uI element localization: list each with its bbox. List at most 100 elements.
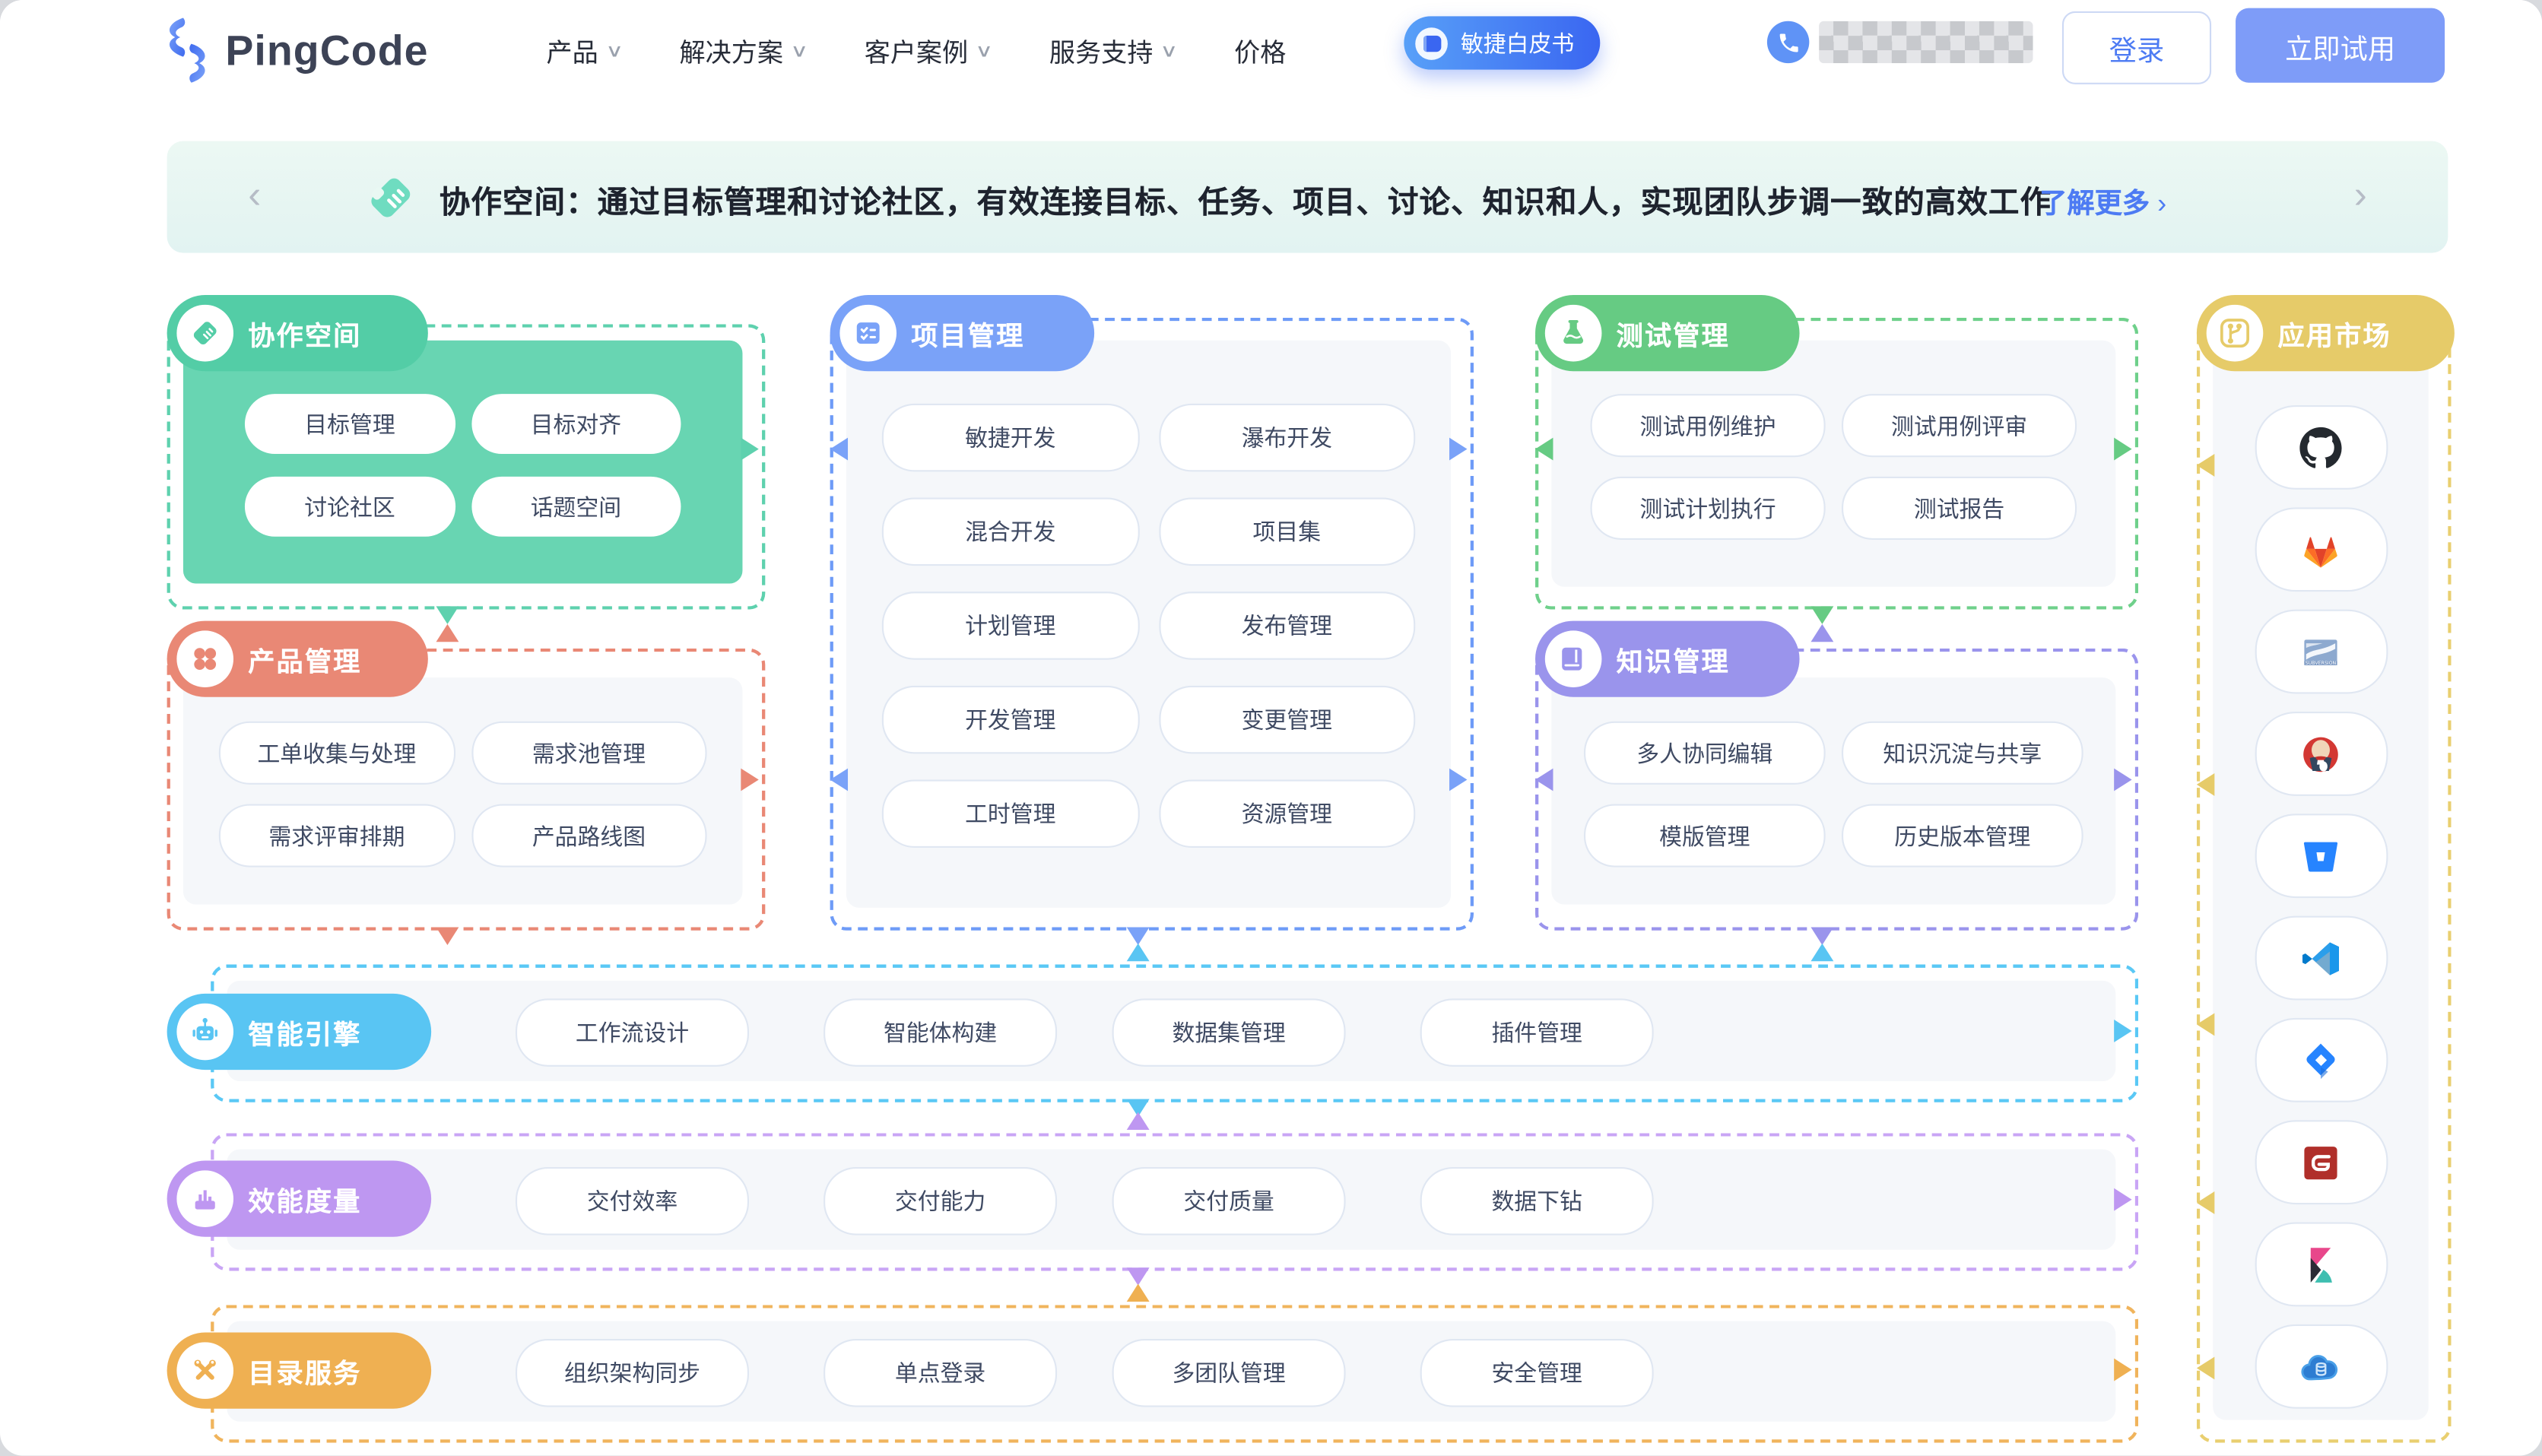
phone-number-redacted: [1819, 21, 2033, 64]
carousel-next-icon[interactable]: ›: [2353, 173, 2367, 217]
book-icon: [1544, 630, 1602, 687]
ai-engine-header: 智能引擎: [167, 993, 432, 1071]
connector-arrow-icon: [1449, 768, 1468, 791]
handshake-icon: [361, 169, 420, 235]
knowledge-feature-pill: 知识沉淀与共享: [1841, 721, 2083, 785]
collaboration-features: 目标管理目标对齐讨论社区话题空间: [183, 341, 743, 537]
connector-arrow-icon: [1126, 1267, 1150, 1286]
test-feature-pill: 测试计划执行: [1590, 476, 1826, 540]
directory-feature-pill: 多团队管理: [1112, 1339, 1346, 1407]
connector-arrow-icon: [2114, 1188, 2132, 1211]
knowledge-header: 知识管理: [1535, 620, 1800, 697]
ai-feature-pill: 插件管理: [1420, 998, 1654, 1067]
metrics-feature-pill: 交付能力: [824, 1167, 1058, 1236]
project-feature-pill: 资源管理: [1158, 779, 1416, 849]
vscode-icon: [2254, 915, 2388, 1001]
login-button[interactable]: 登录: [2061, 11, 2212, 84]
directory-feature-pill: 组织架构同步: [515, 1339, 749, 1407]
nav-item-customers[interactable]: 客户案例∨: [864, 40, 994, 68]
chevron-down-icon: ∨: [790, 41, 809, 61]
flask-icon: [1544, 304, 1602, 362]
project-box: [830, 317, 1474, 931]
ai-feature-pill: 工作流设计: [515, 998, 749, 1067]
connector-arrow-icon: [2114, 768, 2132, 791]
cloud-database-icon: [2254, 1324, 2388, 1409]
handshake-icon: [176, 304, 234, 362]
metrics-features: 交付效率交付能力交付质量数据下钻: [227, 1167, 2115, 1236]
product-header: 产品管理: [167, 620, 428, 697]
metrics-header: 效能度量: [167, 1160, 432, 1237]
connector-arrow-icon: [1126, 943, 1150, 962]
subversion-icon: SUBVERSION: [2254, 609, 2388, 694]
connector-arrow-icon: [830, 768, 849, 791]
navbar: PingCode 产品∨ 解决方案∨ 客户案例∨ 服务支持∨ 价格 敏捷白皮书 …: [0, 0, 2542, 101]
connector-arrow-icon: [436, 606, 459, 624]
learn-more-link[interactable]: 了解更多 ›: [2039, 188, 2167, 219]
knowledge-feature-pill: 模版管理: [1583, 804, 1826, 868]
agile-whitepaper-badge[interactable]: 敏捷白皮书: [1404, 16, 1601, 70]
test-header: 测试管理: [1535, 295, 1800, 372]
task-checklist-icon: [839, 304, 897, 362]
connector-arrow-icon: [2114, 1358, 2132, 1381]
gitee-icon: [2254, 1120, 2388, 1205]
project-feature-pill: 瀑布开发: [1158, 403, 1416, 472]
git-branch-icon: [2206, 304, 2264, 362]
carousel-prev-icon[interactable]: ‹: [248, 173, 262, 217]
product-features: 工单收集与处理需求池管理需求评审排期产品路线图: [183, 677, 743, 868]
connector-arrow-icon: [1126, 1283, 1150, 1302]
jenkins-icon: [2254, 711, 2388, 796]
project-header: 项目管理: [830, 295, 1095, 372]
connector-arrow-icon: [2196, 1356, 2215, 1380]
connector-arrow-icon: [436, 927, 459, 945]
test-features: 测试用例维护测试用例评审测试计划执行测试报告: [1551, 341, 2115, 540]
gitlab-icon: [2254, 507, 2388, 592]
phone-icon: [1766, 21, 1810, 64]
logo-text: PingCode: [225, 25, 429, 75]
project-feature-pill: 开发管理: [881, 685, 1139, 754]
phone-contact: [1766, 21, 2033, 64]
collaboration-feature-pill: 话题空间: [471, 476, 681, 537]
nav-menu: 产品∨ 解决方案∨ 客户案例∨ 服务支持∨ 价格: [546, 0, 1286, 100]
chevron-down-icon: ∨: [975, 41, 994, 61]
collaboration-header: 协作空间: [167, 295, 428, 372]
nav-item-products[interactable]: 产品∨: [546, 40, 624, 68]
directory-feature-pill: 安全管理: [1420, 1339, 1654, 1407]
knowledge-feature-pill: 多人协同编辑: [1583, 721, 1826, 785]
connector-arrow-icon: [830, 437, 849, 461]
test-feature-pill: 测试用例评审: [1841, 394, 2077, 458]
robot-icon: [176, 1003, 234, 1061]
product-box: [167, 648, 766, 931]
connector-arrow-icon: [1126, 927, 1150, 945]
metrics-feature-pill: 数据下钻: [1420, 1167, 1654, 1236]
project-feature-pill: 项目集: [1158, 497, 1416, 566]
project-feature-pill: 变更管理: [1158, 685, 1416, 754]
connector-arrow-icon: [741, 437, 759, 461]
banner-title: 协作空间：通过目标管理和讨论社区，有效连接目标、任务、项目、讨论、知识和人，实现…: [439, 186, 2052, 220]
try-now-button[interactable]: 立即试用: [2236, 8, 2445, 83]
nav-item-solutions[interactable]: 解决方案∨: [679, 40, 809, 68]
project-feature-pill: 工时管理: [881, 779, 1139, 849]
nav-item-support[interactable]: 服务支持∨: [1049, 40, 1179, 68]
knowledge-feature-pill: 历史版本管理: [1841, 804, 2083, 868]
pingcode-logo[interactable]: PingCode: [162, 17, 429, 83]
test-feature-pill: 测试报告: [1841, 476, 2077, 540]
chevron-down-icon: ∨: [1160, 41, 1179, 61]
collaboration-feature-pill: 目标对齐: [471, 394, 681, 454]
connector-arrow-icon: [2114, 437, 2132, 461]
connector-arrow-icon: [1811, 623, 1834, 642]
connector-arrow-icon: [1126, 1112, 1150, 1131]
connector-arrow-icon: [1449, 437, 1468, 461]
test-panel: [1551, 340, 2116, 587]
jira-icon: [2254, 1017, 2388, 1102]
nav-item-pricing[interactable]: 价格: [1234, 40, 1287, 68]
connector-arrow-icon: [1535, 768, 1553, 791]
collaboration-feature-pill: 讨论社区: [244, 476, 455, 537]
product-feature-pill: 需求池管理: [471, 721, 707, 785]
connector-arrow-icon: [1535, 437, 1553, 461]
collaboration-panel: [182, 340, 743, 584]
product-feature-pill: 工单收集与处理: [218, 721, 455, 785]
connector-arrow-icon: [436, 623, 459, 642]
connector-arrow-icon: [1811, 927, 1834, 945]
ai-engine-features: 工作流设计智能体构建数据集管理插件管理: [227, 998, 2115, 1067]
